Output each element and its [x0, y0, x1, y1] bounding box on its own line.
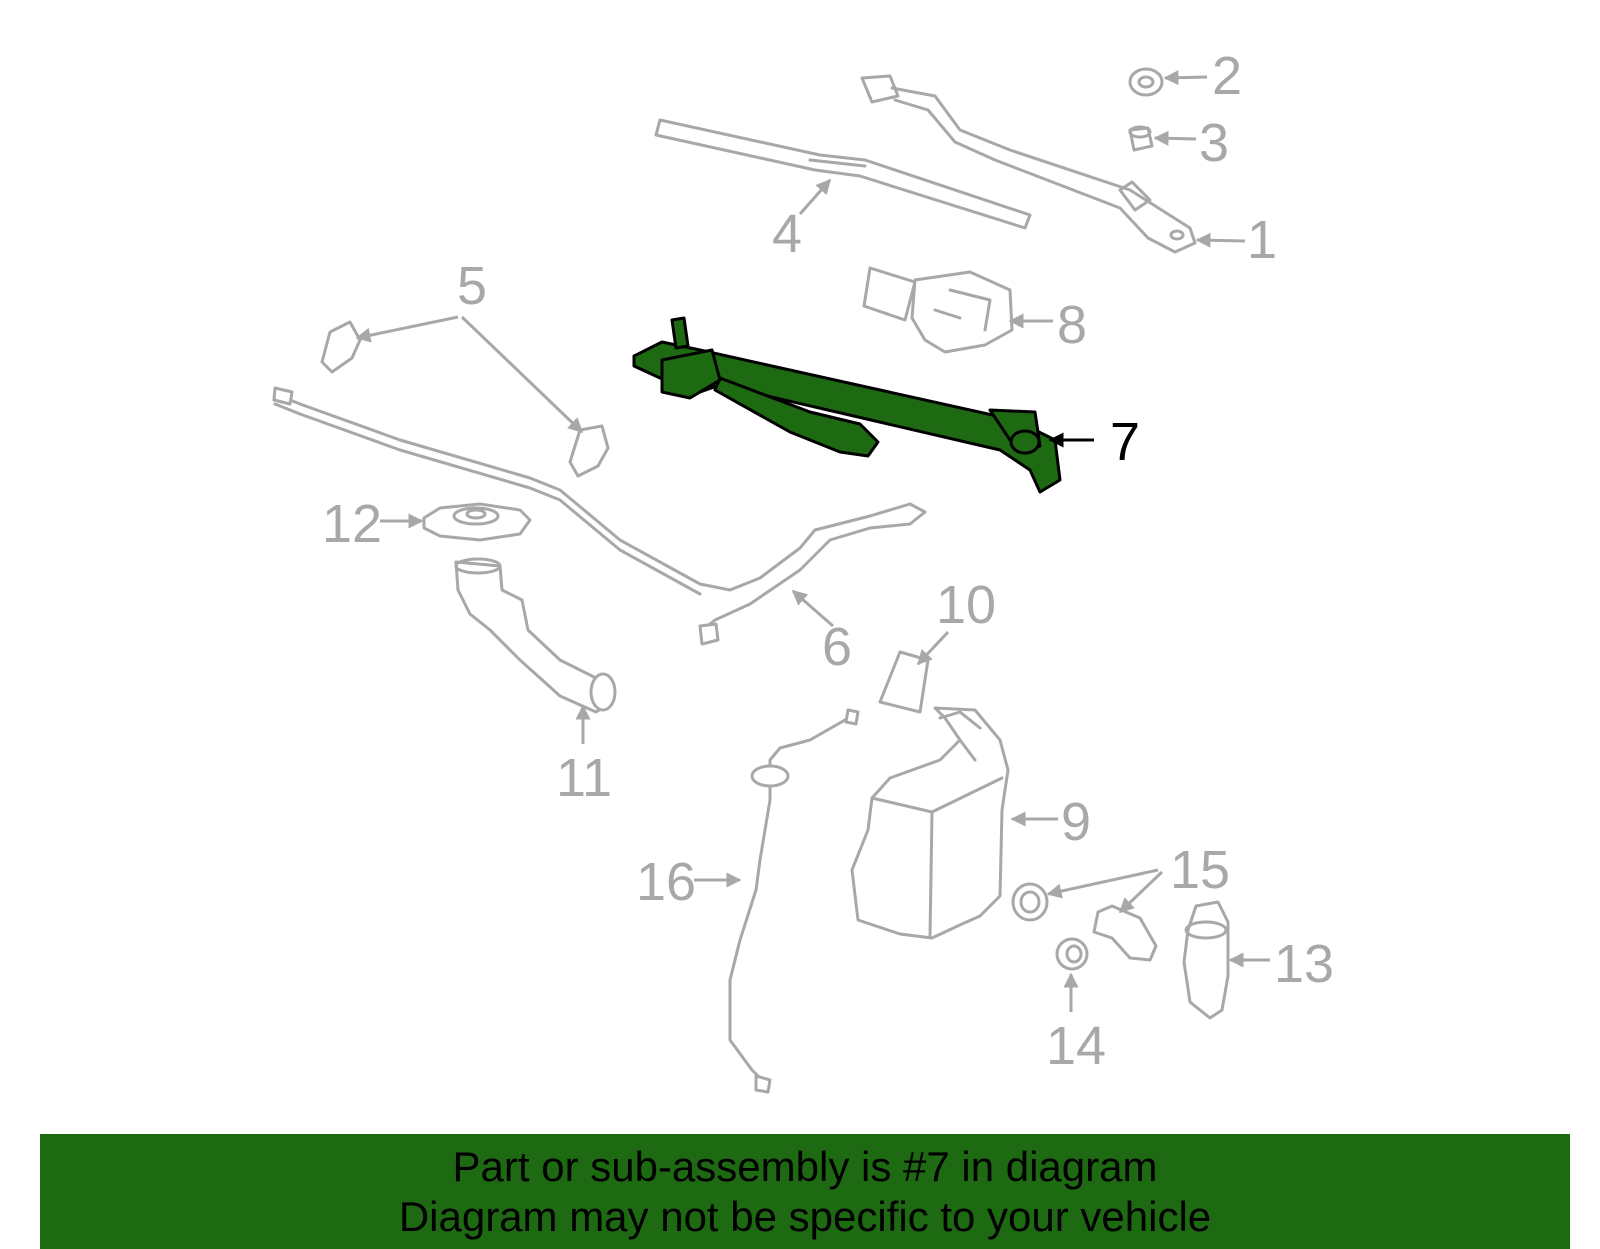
callout-6: 6	[822, 617, 852, 677]
part-1-wiper-arm	[860, 74, 1197, 254]
part-13-washer-pump	[1182, 900, 1230, 1020]
banner-line-part-number: Part or sub-assembly is #7 in diagram	[452, 1142, 1158, 1190]
callout-2: 2	[1212, 46, 1242, 106]
leader-lines	[355, 70, 1270, 1012]
callout-9: 9	[1061, 792, 1091, 852]
part-8-wiper-motor	[862, 266, 1014, 354]
banner-line-disclaimer: Diagram may not be specific to your vehi…	[398, 1192, 1212, 1240]
part-14-plug	[1055, 937, 1089, 971]
part-5-clips	[320, 320, 610, 478]
part-9-washer-reservoir	[850, 706, 1010, 940]
part-2-nut	[1128, 67, 1164, 97]
callout-16: 16	[636, 852, 696, 912]
callout-12: 12	[322, 494, 382, 554]
part-7-wiper-linkage	[632, 316, 1062, 494]
callout-5: 5	[457, 256, 487, 316]
part-4-wiper-blade	[654, 118, 1032, 230]
part-12-filler-cap	[422, 502, 532, 542]
callout-1: 1	[1247, 210, 1277, 270]
callout-3: 3	[1199, 113, 1229, 173]
part-6-washer-hose	[272, 386, 927, 646]
callout-13: 13	[1274, 934, 1334, 994]
info-banner: Part or sub-assembly is #7 in diagram Di…	[40, 1134, 1570, 1249]
callout-15: 15	[1170, 840, 1230, 900]
callout-7: 7	[1110, 412, 1140, 472]
part-3-cap	[1128, 125, 1154, 152]
callout-11: 11	[556, 748, 612, 808]
part-11-filler-neck	[454, 557, 617, 714]
part-16-hose	[728, 708, 860, 1094]
callout-4: 4	[772, 204, 802, 264]
callout-8: 8	[1057, 295, 1087, 355]
callout-14: 14	[1046, 1016, 1106, 1076]
callout-10: 10	[936, 575, 996, 635]
